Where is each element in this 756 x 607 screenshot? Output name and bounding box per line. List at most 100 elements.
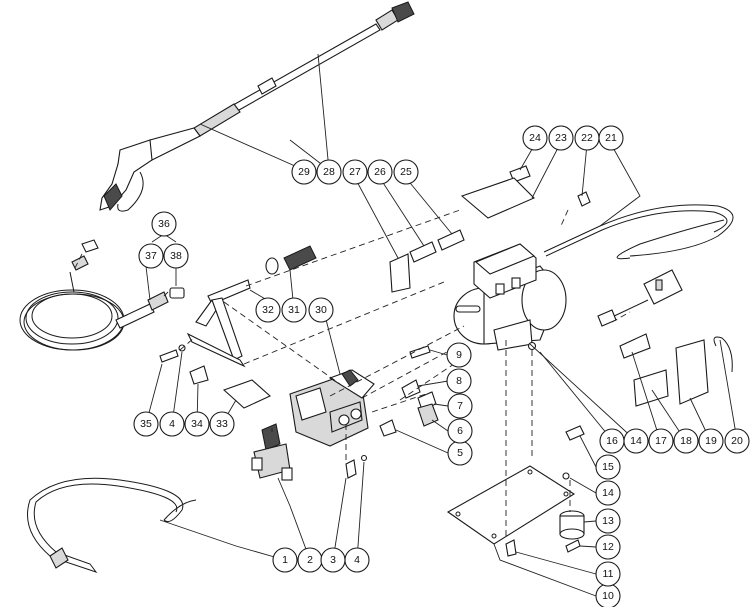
svg-text:10: 10 — [602, 590, 614, 602]
decal-19 — [675, 339, 709, 405]
callout-20: 20 — [724, 428, 750, 454]
handle-frame — [186, 279, 251, 368]
power-cord — [543, 204, 734, 327]
callout-33: 33 — [209, 411, 235, 437]
screw-12 — [565, 539, 581, 553]
callout-12: 12 — [595, 534, 621, 560]
svg-text:1: 1 — [282, 554, 288, 566]
high-pressure-hose — [19, 271, 169, 351]
strap-20 — [713, 336, 733, 373]
svg-text:3: 3 — [330, 554, 336, 566]
callout-25: 25 — [393, 159, 419, 185]
svg-text:29: 29 — [298, 166, 310, 178]
label-34 — [189, 365, 209, 385]
callout-6: 6 — [447, 418, 473, 444]
svg-text:35: 35 — [140, 418, 152, 430]
inlet-hose — [27, 477, 197, 573]
callout-9: 9 — [446, 342, 472, 368]
fitting-8 — [401, 379, 421, 399]
svg-text:25: 25 — [400, 166, 412, 178]
svg-text:13: 13 — [602, 515, 614, 527]
callout-14-bottom: 14 — [595, 480, 621, 506]
electric-motor — [453, 243, 567, 351]
callout-4-left: 4 — [159, 411, 185, 437]
callout-36: 36 — [151, 211, 177, 237]
svg-text:18: 18 — [680, 435, 692, 447]
decal-23 — [460, 177, 535, 219]
svg-text:31: 31 — [288, 304, 300, 316]
fitting-5 — [379, 419, 397, 437]
svg-text:30: 30 — [315, 304, 327, 316]
svg-text:5: 5 — [457, 447, 463, 459]
leader-lines — [144, 53, 738, 597]
callout-15: 15 — [595, 454, 621, 480]
decal-33 — [222, 379, 271, 409]
callout-1: 1 — [272, 547, 298, 573]
svg-text:14: 14 — [630, 435, 642, 447]
svg-text:22: 22 — [581, 132, 593, 144]
svg-text:24: 24 — [529, 132, 541, 144]
callout-21: 21 — [598, 125, 624, 151]
svg-text:6: 6 — [457, 425, 463, 437]
bolt-35 — [159, 349, 179, 363]
base-plate — [446, 465, 576, 545]
svg-text:15: 15 — [602, 461, 614, 473]
decal-22 — [577, 191, 591, 207]
svg-text:17: 17 — [655, 435, 667, 447]
callout-4-bottom: 4 — [344, 547, 370, 573]
nut-14b — [562, 472, 570, 480]
plug-9 — [409, 345, 431, 359]
callout-24: 24 — [522, 125, 548, 151]
callout-7: 7 — [447, 393, 473, 419]
handle-grip — [265, 245, 317, 275]
callout-10: 10 — [595, 583, 621, 607]
callout-17: 17 — [648, 428, 674, 454]
decal-15 — [565, 425, 585, 441]
screw-11 — [505, 539, 517, 557]
callout-34: 34 — [184, 411, 210, 437]
svg-text:33: 33 — [216, 418, 228, 430]
assembly-lines — [73, 209, 631, 536]
callout-27: 27 — [342, 159, 368, 185]
washer-4b — [360, 454, 368, 462]
callout-16: 16 — [599, 428, 625, 454]
unloader-valve — [251, 423, 293, 481]
callout-8: 8 — [446, 368, 472, 394]
svg-text:32: 32 — [262, 304, 274, 316]
callout-2: 2 — [297, 547, 323, 573]
decal-17 — [619, 333, 651, 359]
callout-23: 23 — [548, 125, 574, 151]
callout-29: 29 — [291, 159, 317, 185]
svg-text:2: 2 — [307, 554, 313, 566]
callout-32: 32 — [255, 297, 281, 323]
callout-5: 5 — [447, 440, 473, 466]
svg-text:4: 4 — [169, 418, 175, 430]
svg-text:11: 11 — [603, 568, 614, 580]
callout-11: 11 — [595, 561, 621, 587]
svg-text:36: 36 — [158, 218, 170, 230]
decal-26 — [409, 241, 437, 263]
svg-text:4: 4 — [354, 554, 360, 566]
decal-18 — [633, 369, 669, 407]
svg-text:23: 23 — [555, 132, 567, 144]
callout-14-right: 14 — [623, 428, 649, 454]
callout-18: 18 — [673, 428, 699, 454]
callout-19: 19 — [698, 428, 724, 454]
svg-text:20: 20 — [731, 435, 743, 447]
svg-text:14: 14 — [602, 487, 614, 499]
svg-text:9: 9 — [456, 349, 462, 361]
callout-31: 31 — [281, 297, 307, 323]
spray-gun — [71, 103, 241, 271]
callout-35: 35 — [133, 411, 159, 437]
callout-26: 26 — [367, 159, 393, 185]
svg-text:34: 34 — [191, 418, 203, 430]
svg-text:12: 12 — [602, 541, 614, 553]
callout-22: 22 — [574, 125, 600, 151]
svg-text:21: 21 — [605, 132, 617, 144]
svg-text:28: 28 — [323, 166, 335, 178]
svg-text:19: 19 — [705, 435, 717, 447]
hose-fitting — [169, 287, 185, 299]
spray-lance — [227, 1, 415, 115]
callout-3: 3 — [320, 547, 346, 573]
